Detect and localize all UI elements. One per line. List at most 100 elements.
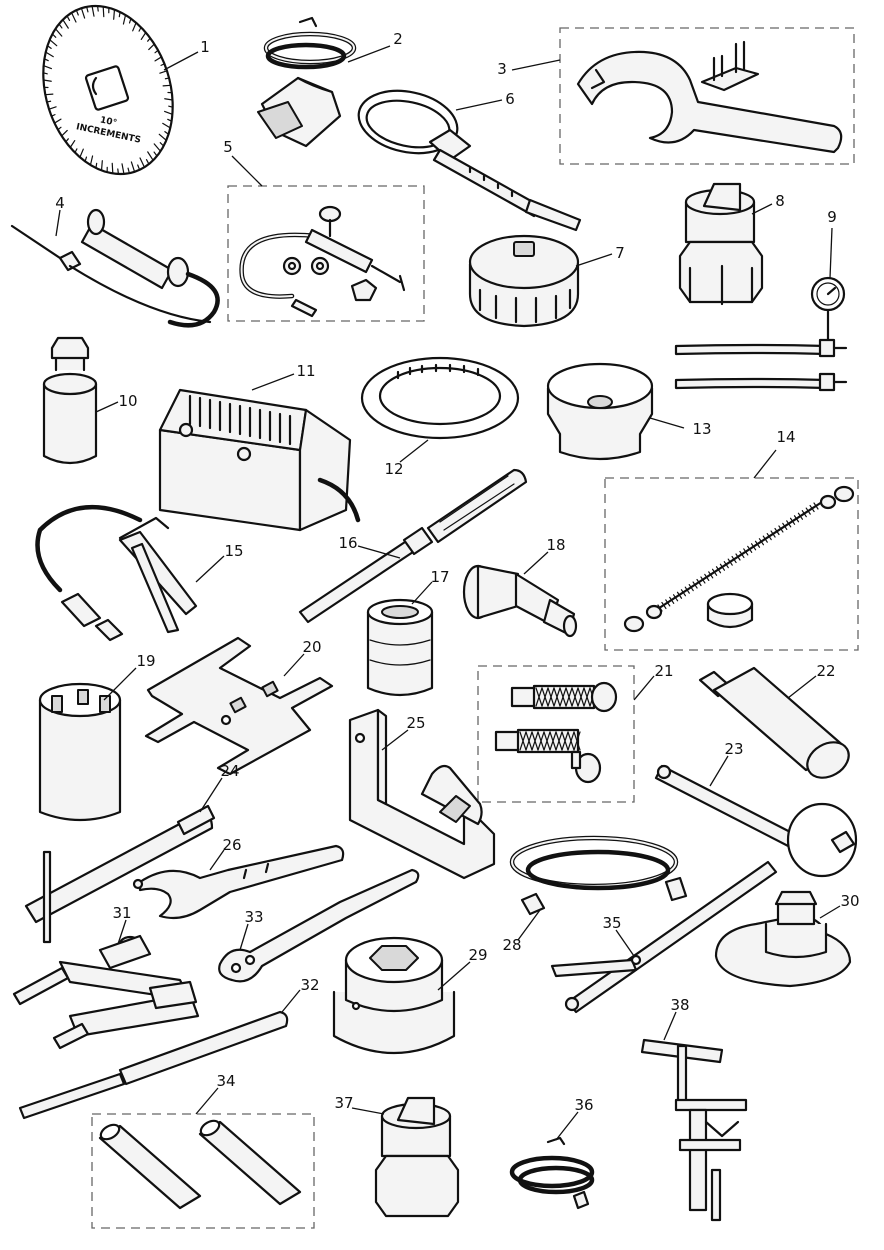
detail-line <box>140 31 147 41</box>
tool-31-separator <box>12 934 200 1050</box>
detail-line <box>553 687 561 707</box>
callout-29: 29 <box>468 946 487 964</box>
detail-line <box>583 687 591 707</box>
detail-line <box>54 28 63 37</box>
detail-line <box>813 502 819 510</box>
tool-2-diagnostic-connector <box>257 16 357 148</box>
detail-line <box>75 9 79 16</box>
detail-line <box>577 687 585 707</box>
callout-7: 7 <box>615 244 625 262</box>
detail-line <box>739 550 745 559</box>
callout-30: 30 <box>840 892 859 910</box>
callout-2: 2 <box>393 30 403 48</box>
tool-10-socket <box>42 336 98 465</box>
callout-4: 4 <box>55 194 65 212</box>
detail-line <box>758 538 765 546</box>
group-box-34 <box>91 1113 315 1229</box>
detail-line <box>793 515 800 523</box>
detail-line <box>130 161 136 173</box>
detail-line <box>137 164 141 171</box>
tool-26-hook-spanner <box>132 844 345 920</box>
callout-21: 21 <box>654 662 673 680</box>
detail-line <box>154 49 159 54</box>
tool-22-puller-body <box>698 666 850 779</box>
detail-line <box>727 558 733 566</box>
callout-8: 8 <box>775 192 785 210</box>
tool-23-slide-hammer <box>654 764 858 878</box>
detail-line <box>565 687 573 707</box>
detail-line <box>70 12 77 23</box>
detail-line <box>711 568 718 576</box>
tool-37-socket <box>374 1096 460 1218</box>
detail-line <box>43 58 49 62</box>
tool-14-threaded-rod-kit <box>623 485 855 633</box>
detail-line <box>46 100 52 103</box>
detail-line <box>159 70 168 74</box>
detail-line <box>153 151 158 157</box>
detail-line <box>43 65 52 70</box>
tool-15-pliers <box>35 504 198 642</box>
detail-line <box>571 687 579 707</box>
detail-line <box>127 167 130 174</box>
tool-8-socket <box>678 182 764 306</box>
detail-line <box>700 576 706 584</box>
callout-9: 9 <box>827 208 837 226</box>
detail-line <box>708 571 714 579</box>
callout-32: 32 <box>300 976 319 994</box>
tool-28-harness <box>509 835 688 916</box>
detail-line <box>79 148 84 158</box>
detail-line <box>148 43 155 51</box>
detail-line <box>676 591 683 599</box>
tool-1-degree-wheel: 10° INCREMENTS <box>42 4 174 176</box>
detail-line <box>801 510 807 518</box>
callout-19: 19 <box>136 652 155 670</box>
detail-line <box>743 548 749 556</box>
detail-line <box>61 129 68 137</box>
tool-30-bleeder-adaptor <box>714 890 852 988</box>
detail-line <box>747 545 753 553</box>
detail-line <box>66 15 71 21</box>
detail-line <box>164 131 170 135</box>
callout-5: 5 <box>223 138 233 156</box>
detail-line <box>147 37 151 42</box>
callout-34: 34 <box>216 1072 235 1090</box>
detail-line <box>164 110 173 115</box>
detail-line <box>809 504 815 513</box>
detail-line <box>541 687 549 707</box>
callout-16: 16 <box>338 534 357 552</box>
callout-37: 37 <box>334 1094 353 1112</box>
detail-line <box>719 563 726 571</box>
detail-line <box>680 589 687 597</box>
detail-line <box>537 731 545 751</box>
detail-line <box>782 522 788 531</box>
detail-line <box>118 11 121 18</box>
detail-line <box>102 5 105 18</box>
callout-10: 10 <box>118 392 137 410</box>
callout-38: 38 <box>670 996 689 1014</box>
callout-13: 13 <box>692 420 711 438</box>
detail-line <box>774 527 780 536</box>
detail-line <box>661 601 667 610</box>
detail-line <box>89 155 94 166</box>
detail-line <box>723 561 729 569</box>
tool-34-tubes <box>98 1119 302 1210</box>
detail-line <box>731 555 737 564</box>
tool-19-castle-socket <box>38 682 122 822</box>
detail-line <box>42 72 48 75</box>
detail-line <box>44 93 54 96</box>
callout-31: 31 <box>112 904 131 922</box>
tool-17-sleeve <box>366 598 434 697</box>
detail-line <box>46 45 52 49</box>
tool-11-control-module <box>158 388 361 532</box>
callout-11: 11 <box>296 362 315 380</box>
detail-line <box>62 19 69 29</box>
detail-line <box>549 731 557 751</box>
detail-line <box>153 143 162 152</box>
detail-line <box>138 26 142 32</box>
detail-line <box>159 142 165 147</box>
tool-18-drift <box>462 564 578 638</box>
detail-line <box>669 596 675 604</box>
tool-29-large-socket <box>332 936 456 1055</box>
callout-20: 20 <box>302 638 321 656</box>
